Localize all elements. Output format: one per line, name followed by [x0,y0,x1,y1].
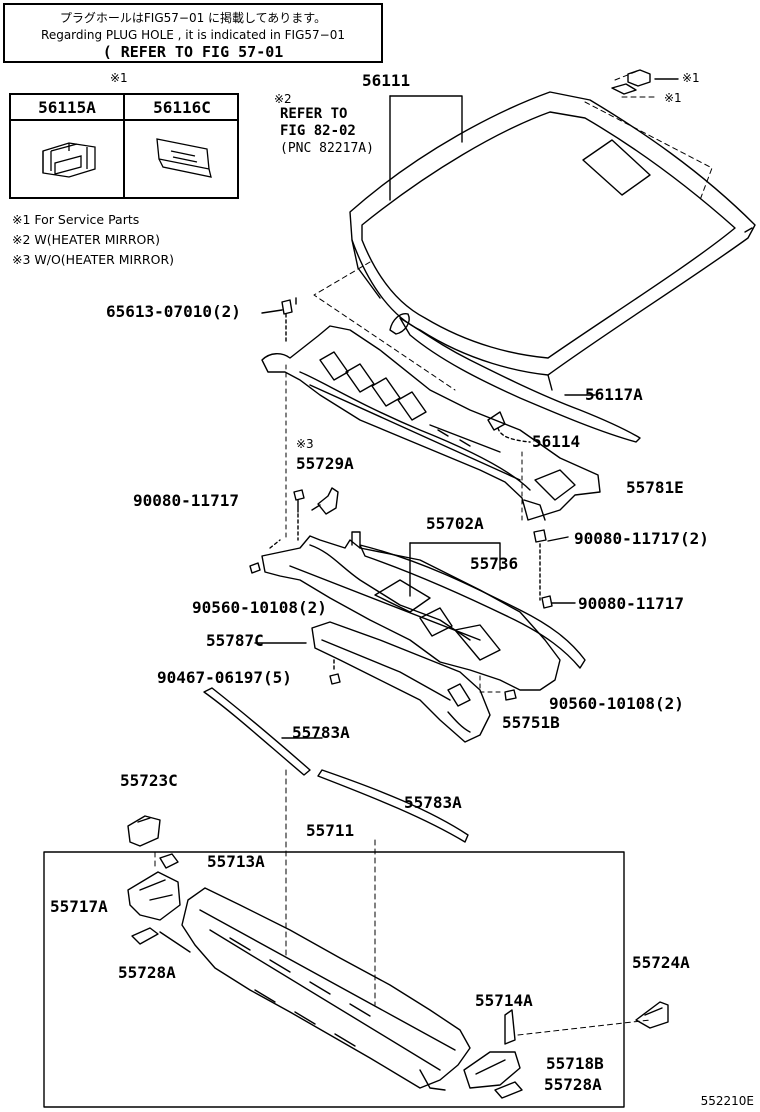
hood-panel [349,91,756,391]
mark-3: ※3 [296,437,314,451]
service-mark-b: ※1 [664,91,682,105]
service-part-56116c-label[interactable]: 56116C [125,95,239,121]
legend-heater-mirror: ※2 W(HEATER MIRROR) [12,232,160,247]
note-line-english: Regarding PLUG HOLE , it is indicated in… [41,28,345,42]
label-55724a[interactable]: 55724A [632,953,690,972]
label-55729a[interactable]: 55729A [296,454,354,473]
refer-note-mark: ※2 [274,92,292,106]
label-90560-10108-b[interactable]: 90560-10108(2) [549,694,684,713]
label-55728a-2[interactable]: 55728A [544,1075,602,1094]
refer-note-line2: FIG 82-02 [280,123,356,139]
refer-note: REFER TO FIG 82-02 (PNC 82217A) [280,106,374,157]
cowl-shroud [311,621,491,743]
service-parts-illustration [42,138,212,178]
service-part-56115a-label[interactable]: 56115A [11,95,125,121]
label-90080-11717-b[interactable]: 90080-11717(2) [574,529,709,548]
label-55728a-1[interactable]: 55728A [118,963,176,982]
label-56111[interactable]: 56111 [362,71,411,90]
legend-service-parts: ※1 For Service Parts [12,212,140,227]
label-55717a[interactable]: 55717A [50,897,108,916]
label-55702a[interactable]: 55702A [426,514,484,533]
service-parts-table: 56115A 56116C [9,93,239,199]
label-90080-11717-c[interactable]: 90080-11717 [578,594,684,613]
label-90560-10108-a[interactable]: 90560-10108(2) [192,598,327,617]
label-56114[interactable]: 56114 [532,432,581,451]
label-55723c[interactable]: 55723C [120,771,178,790]
diagram-id: 552210E [700,1094,754,1108]
label-55714a[interactable]: 55714A [475,991,533,1010]
note-line-japanese: プラグホールはFIG57−01 に掲載してあります。 [59,11,327,25]
legend-without-heater-mirror: ※3 W/O(HEATER MIRROR) [12,252,174,267]
plug-hole-note-box: プラグホールはFIG57−01 に掲載してあります。 Regarding PLU… [3,3,383,63]
label-65613-07010[interactable]: 65613-07010(2) [106,302,241,321]
label-55787c[interactable]: 55787C [206,631,264,650]
label-55713a[interactable]: 55713A [207,852,265,871]
label-56117a[interactable]: 56117A [585,385,643,404]
label-55781e[interactable]: 55781E [626,478,684,497]
label-55718b[interactable]: 55718B [546,1054,604,1073]
label-55711[interactable]: 55711 [306,821,355,840]
label-90080-11717-a[interactable]: 90080-11717 [133,491,239,510]
label-90467-06197[interactable]: 90467-06197(5) [157,668,292,687]
label-55783a-1[interactable]: 55783A [292,723,350,742]
cowl-louver [261,325,601,521]
cowl-top-panel [159,887,471,1091]
refer-note-line3: (PNC 82217A) [280,141,374,156]
cowl-inner-panel [261,531,561,691]
label-55751b[interactable]: 55751B [502,713,560,732]
note-line-refer: ( REFER TO FIG 57-01 [102,43,284,61]
service-parts-mark: ※1 [110,71,128,85]
table-divider [123,121,125,199]
refer-note-line1: REFER TO [280,106,348,122]
label-55783a-2[interactable]: 55783A [404,793,462,812]
service-mark-a: ※1 [682,71,700,85]
label-55736[interactable]: 55736 [470,554,519,573]
